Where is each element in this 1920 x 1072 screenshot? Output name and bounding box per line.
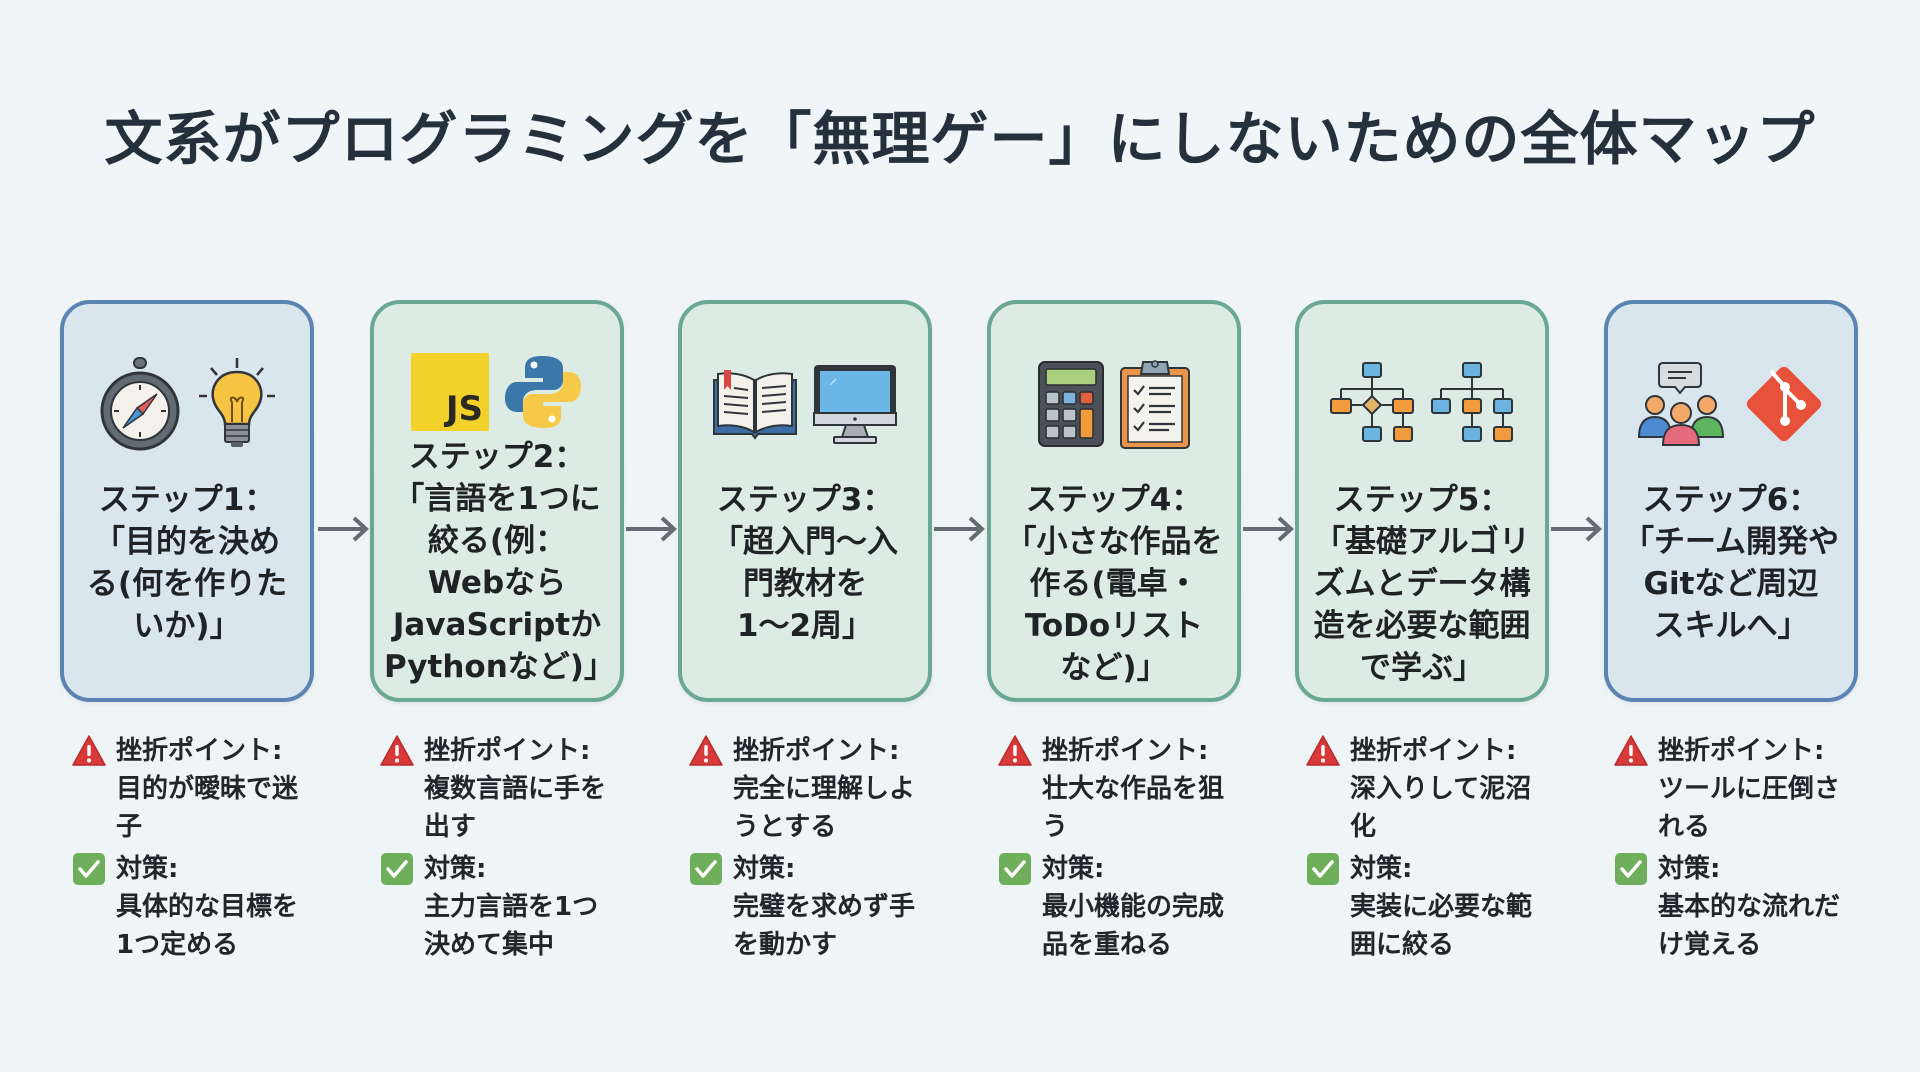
step-tips-3: 挫折ポイント: 完全に理解しよ うとする 対策: 完璧を求めず手 を動かす (689, 732, 969, 964)
step-card-2: JS ステップ2： 「言語を1つに 絞る(例： Webなら JavaScript… (370, 300, 624, 702)
warning-icon (1614, 735, 1648, 766)
warning-icon (998, 735, 1032, 766)
arrow-right-icon (934, 516, 985, 542)
step-card-6: ステップ6： 「チーム開発や Gitなど周辺 スキルへ」 (1604, 300, 1858, 702)
solution-label: 対策: (1658, 854, 1721, 884)
solution-label: 対策: (1350, 854, 1413, 884)
pitfall-text: 複数言語に手を 出す (424, 774, 607, 842)
solution-label: 対策: (733, 854, 796, 884)
step-card-5: ステップ5： 「基礎アルゴリ ズムとデータ構 造を必要な範囲 で学ぶ」 (1295, 300, 1549, 702)
checkmark-icon (381, 853, 413, 885)
step-title: ステップ5： 「基礎アルゴリ ズムとデータ構 造を必要な範囲 で学ぶ」 (1313, 482, 1531, 686)
warning-icon (72, 735, 106, 766)
javascript-logo-icon: JS (411, 353, 489, 431)
solution-label: 対策: (1042, 854, 1105, 884)
step-title: ステップ3： 「超入門〜入 門教材を 1〜2周」 (712, 482, 898, 644)
arrow-right-icon (1551, 516, 1602, 542)
step-tips-1: 挫折ポイント: 目的が曖昧で迷 子 対策: 具体的な目標を 1つ定める (72, 732, 352, 964)
step-card-4: ステップ4： 「小さな作品を 作る(電卓・ ToDoリスト など)」 (987, 300, 1241, 702)
desktop-monitor-icon (813, 365, 897, 444)
solution-text: 実装に必要な範 囲に絞る (1350, 892, 1533, 960)
solution-text: 基本的な流れだ け覚える (1658, 892, 1841, 960)
checkmark-icon (1615, 853, 1647, 885)
pitfall-text: 完全に理解しよ うとする (733, 774, 916, 842)
pitfall-label: 挫折ポイント: (1658, 736, 1825, 766)
checkmark-icon (1307, 853, 1339, 885)
arrow-right-icon (1243, 516, 1294, 542)
compass-icon (100, 357, 180, 451)
step-card-1: ステップ1： 「目的を決め る(何を作りた いか)」 (60, 300, 314, 702)
step-title: ステップ2： 「言語を1つに 絞る(例： Webなら JavaScriptか P… (384, 439, 615, 685)
warning-icon (689, 735, 723, 766)
open-book-icon (713, 370, 797, 440)
calculator-icon (1038, 361, 1104, 447)
warning-icon (1306, 735, 1340, 766)
step-tips-5: 挫折ポイント: 深入りして泥沼 化 対策: 実装に必要な範 囲に絞る (1306, 732, 1586, 964)
step-title: ステップ4： 「小さな作品を 作る(電卓・ ToDoリスト など)」 (1005, 482, 1223, 686)
pitfall-text: 壮大な作品を狙 う (1042, 774, 1225, 842)
solution-label: 対策: (424, 854, 487, 884)
checkmark-icon (999, 853, 1031, 885)
pitfall-label: 挫折ポイント: (1042, 736, 1209, 766)
solution-text: 主力言語を1つ 決めて集中 (424, 892, 599, 960)
git-logo-icon (1746, 366, 1822, 442)
step-title: ステップ6： 「チーム開発や Gitなど周辺 スキルへ」 (1622, 482, 1840, 644)
team-chat-icon (1637, 362, 1725, 446)
solution-label: 対策: (116, 854, 179, 884)
pitfall-label: 挫折ポイント: (733, 736, 900, 766)
lightbulb-icon (199, 358, 275, 447)
checkmark-icon (690, 853, 722, 885)
pitfall-label: 挫折ポイント: (1350, 736, 1517, 766)
checklist-clipboard-icon (1120, 360, 1190, 449)
pitfall-text: 目的が曖昧で迷 子 (116, 774, 299, 842)
solution-text: 最小機能の完成 品を重ねる (1042, 892, 1225, 960)
step-title: ステップ1： 「目的を決め る(何を作りた いか)」 (86, 482, 288, 644)
solution-text: 完璧を求めず手 を動かす (733, 892, 916, 960)
arrow-right-icon (318, 516, 369, 542)
page-title: 文系がプログラミングを「無理ゲー」にしないための全体マップ (104, 105, 1816, 173)
python-logo-icon (505, 356, 581, 428)
checkmark-icon (73, 853, 105, 885)
pitfall-label: 挫折ポイント: (116, 736, 283, 766)
step-tips-4: 挫折ポイント: 壮大な作品を狙 う 対策: 最小機能の完成 品を重ねる (998, 732, 1278, 964)
pitfall-text: 深入りして泥沼 化 (1350, 774, 1532, 842)
step-card-3: ステップ3： 「超入門〜入 門教材を 1〜2周」 (678, 300, 932, 702)
solution-text: 具体的な目標を 1つ定める (116, 892, 299, 960)
step-tips-2: 挫折ポイント: 複数言語に手を 出す 対策: 主力言語を1つ 決めて集中 (380, 732, 660, 964)
arrow-right-icon (626, 516, 677, 542)
tree-structure-icon (1431, 362, 1513, 442)
warning-icon (380, 735, 414, 766)
pitfall-label: 挫折ポイント: (424, 736, 591, 766)
flowchart-icon (1330, 362, 1414, 442)
step-tips-6: 挫折ポイント: ツールに圧倒さ れる 対策: 基本的な流れだ け覚える (1614, 732, 1894, 964)
pitfall-text: ツールに圧倒さ れる (1658, 774, 1841, 842)
